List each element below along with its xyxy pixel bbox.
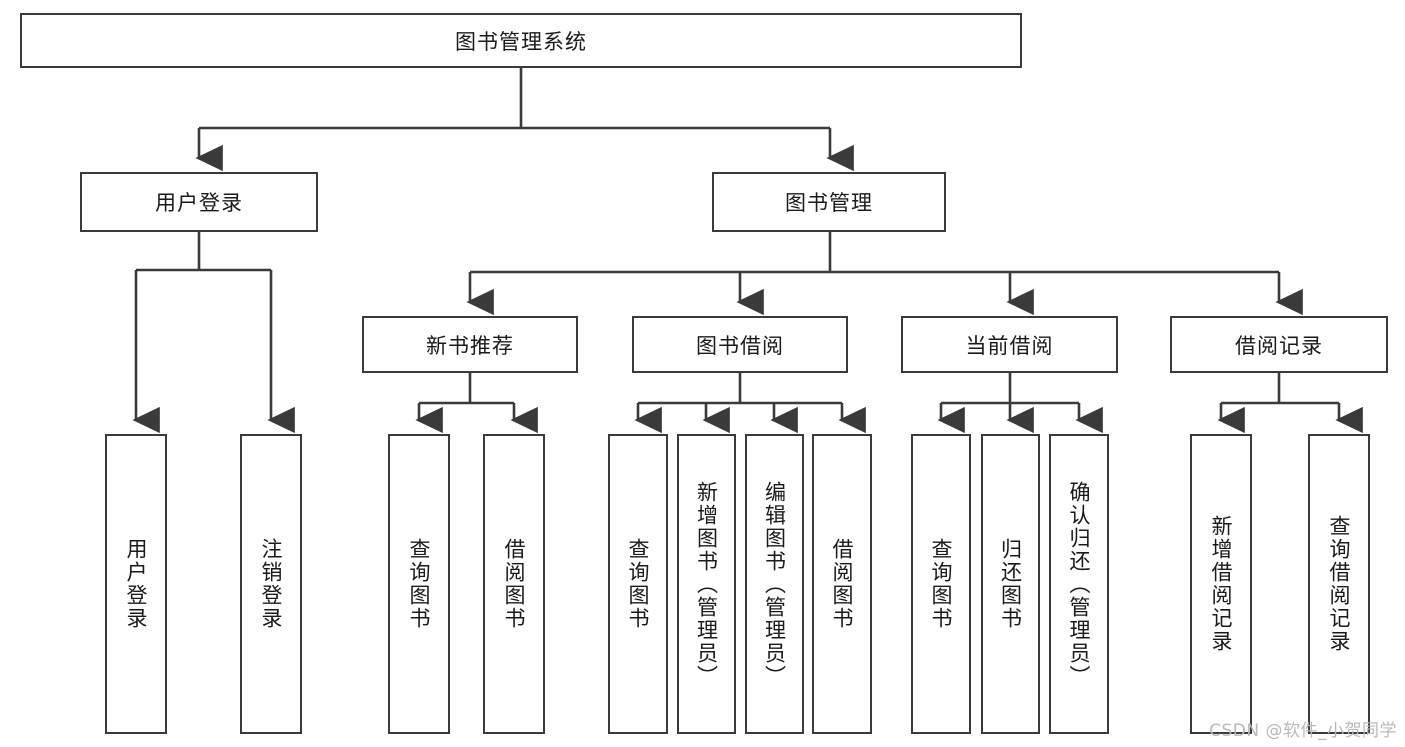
node-borrow-record-label: 借阅记录 — [1235, 333, 1323, 358]
node-leaf-query-book-2[interactable]: 查询图书 — [608, 434, 668, 734]
node-leaf-user-login[interactable]: 用户登录 — [105, 434, 167, 734]
node-leaf-query-record-label: 查询借阅记录 — [1327, 515, 1352, 653]
node-book-manage-label: 图书管理 — [785, 191, 873, 215]
node-leaf-user-logout[interactable]: 注销登录 — [240, 434, 302, 734]
node-leaf-edit-book-label: 编辑图书（管理员） — [762, 480, 787, 688]
node-current-borrow[interactable]: 当前借阅 — [901, 316, 1118, 373]
node-new-book-rec-label: 新书推荐 — [426, 333, 514, 358]
node-leaf-add-record-label: 新增借阅记录 — [1209, 515, 1234, 653]
node-user-login[interactable]: 用户登录 — [80, 172, 318, 232]
watermark-text: CSDN @软件_小贺同学 — [1209, 721, 1397, 741]
node-root-label: 图书管理系统 — [455, 29, 587, 54]
node-book-borrow[interactable]: 图书借阅 — [632, 316, 848, 373]
node-borrow-record[interactable]: 借阅记录 — [1170, 316, 1388, 373]
node-leaf-borrow-book-2[interactable]: 借阅图书 — [812, 434, 872, 734]
node-leaf-borrow-book-2-label: 借阅图书 — [830, 538, 855, 630]
node-leaf-add-book-label: 新增图书（管理员） — [694, 480, 719, 688]
node-leaf-add-record[interactable]: 新增借阅记录 — [1190, 434, 1252, 734]
node-leaf-query-book-3[interactable]: 查询图书 — [911, 434, 971, 734]
node-leaf-confirm-return-label: 确认归还（管理员） — [1067, 480, 1092, 688]
node-leaf-query-book-2-label: 查询图书 — [626, 538, 651, 630]
node-leaf-add-book[interactable]: 新增图书（管理员） — [677, 434, 736, 734]
node-book-borrow-label: 图书借阅 — [696, 333, 784, 358]
node-root[interactable]: 图书管理系统 — [20, 13, 1022, 68]
node-leaf-query-book-1[interactable]: 查询图书 — [388, 434, 450, 734]
node-leaf-query-record[interactable]: 查询借阅记录 — [1308, 434, 1370, 734]
node-leaf-return-book[interactable]: 归还图书 — [981, 434, 1040, 734]
node-leaf-borrow-book-1[interactable]: 借阅图书 — [483, 434, 545, 734]
node-leaf-query-book-1-label: 查询图书 — [407, 538, 432, 630]
node-book-manage[interactable]: 图书管理 — [712, 172, 946, 232]
node-user-login-label: 用户登录 — [155, 191, 243, 215]
node-leaf-edit-book[interactable]: 编辑图书（管理员） — [745, 434, 804, 734]
node-leaf-borrow-book-1-label: 借阅图书 — [502, 538, 527, 630]
node-new-book-rec[interactable]: 新书推荐 — [362, 316, 578, 373]
node-leaf-query-book-3-label: 查询图书 — [929, 538, 954, 630]
node-leaf-user-logout-label: 注销登录 — [259, 538, 284, 630]
node-leaf-confirm-return[interactable]: 确认归还（管理员） — [1049, 434, 1109, 734]
node-current-borrow-label: 当前借阅 — [965, 333, 1054, 358]
node-leaf-user-login-label: 用户登录 — [124, 538, 149, 630]
node-leaf-return-book-label: 归还图书 — [998, 538, 1023, 630]
